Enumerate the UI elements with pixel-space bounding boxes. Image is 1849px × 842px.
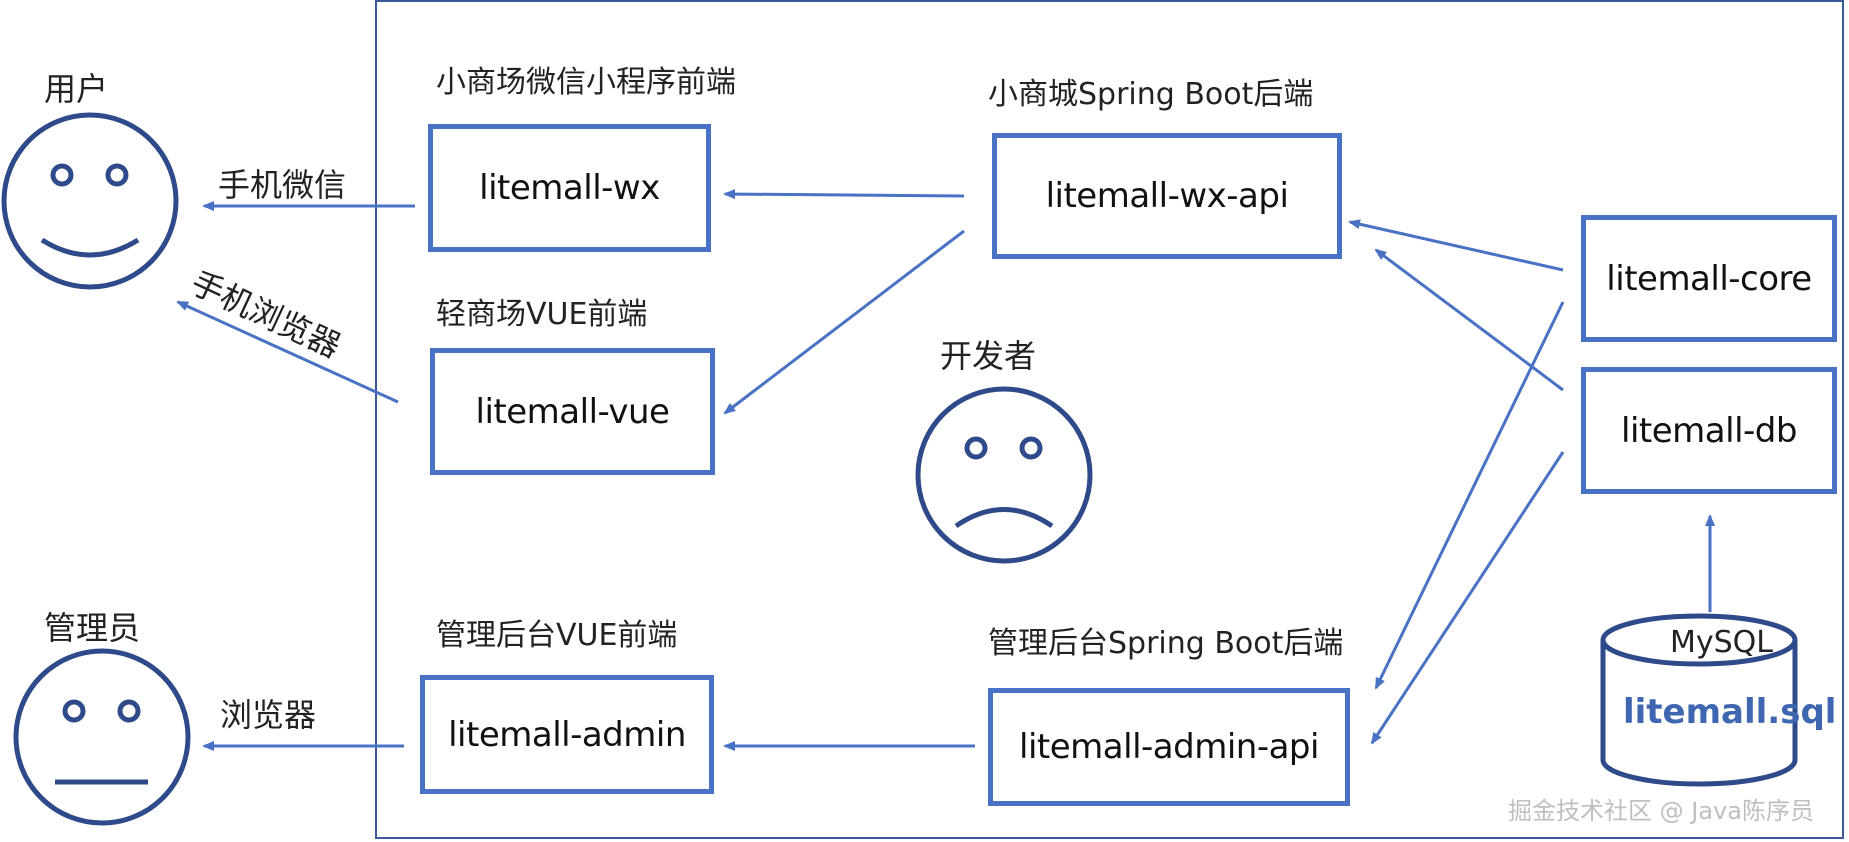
database-engine-label: MySQL (1670, 625, 1774, 660)
module-litemall-wx-api[interactable]: litemall-wx-api (992, 133, 1342, 259)
admin-frontend-section-title: 管理后台VUE前端 (436, 618, 678, 653)
arrow-core-to-adminapi (1374, 301, 1565, 690)
admin-face-icon (13, 648, 191, 826)
developer-face-icon (915, 386, 1093, 564)
browser-channel-label: 浏览器 (220, 696, 317, 734)
module-litemall-admin-api[interactable]: litemall-admin-api (988, 688, 1350, 806)
module-litemall-core[interactable]: litemall-core (1581, 215, 1837, 342)
arrow-core-to-wxapi (1348, 219, 1564, 272)
module-litemall-wx[interactable]: litemall-wx (428, 124, 711, 252)
wx-backend-section-title: 小商城Spring Boot后端 (988, 77, 1314, 112)
watermark-text: 掘金技术社区 @ Java陈序员 (1508, 797, 1814, 825)
admin-backend-section-title: 管理后台Spring Boot后端 (988, 626, 1344, 661)
developer-label: 开发者 (940, 337, 1037, 375)
admin-label: 管理员 (44, 609, 141, 647)
module-litemall-admin[interactable]: litemall-admin (420, 675, 714, 794)
arrow-wxapi-to-wx (723, 189, 965, 200)
system-boundary-frame (375, 0, 1844, 839)
connection-arrows (176, 189, 1715, 751)
database-file-label: litemall.sql (1623, 692, 1837, 732)
module-litemall-db[interactable]: litemall-db (1581, 367, 1837, 494)
vue-frontend-section-title: 轻商场VUE前端 (436, 297, 648, 332)
arrow-db-to-wxapi (1374, 248, 1564, 392)
arrow-wxapi-to-vue (723, 229, 965, 415)
user-face-icon (1, 112, 179, 290)
user-label: 用户 (44, 70, 109, 108)
wx-frontend-section-title: 小商场微信小程序前端 (436, 65, 736, 100)
arrow-db-to-adminapi (1370, 451, 1565, 745)
database-cylinder-icon (1600, 613, 1798, 787)
wechat-channel-label: 手机微信 (218, 166, 347, 204)
module-litemall-vue[interactable]: litemall-vue (430, 348, 715, 475)
arrow-vue-to-user (176, 300, 399, 404)
